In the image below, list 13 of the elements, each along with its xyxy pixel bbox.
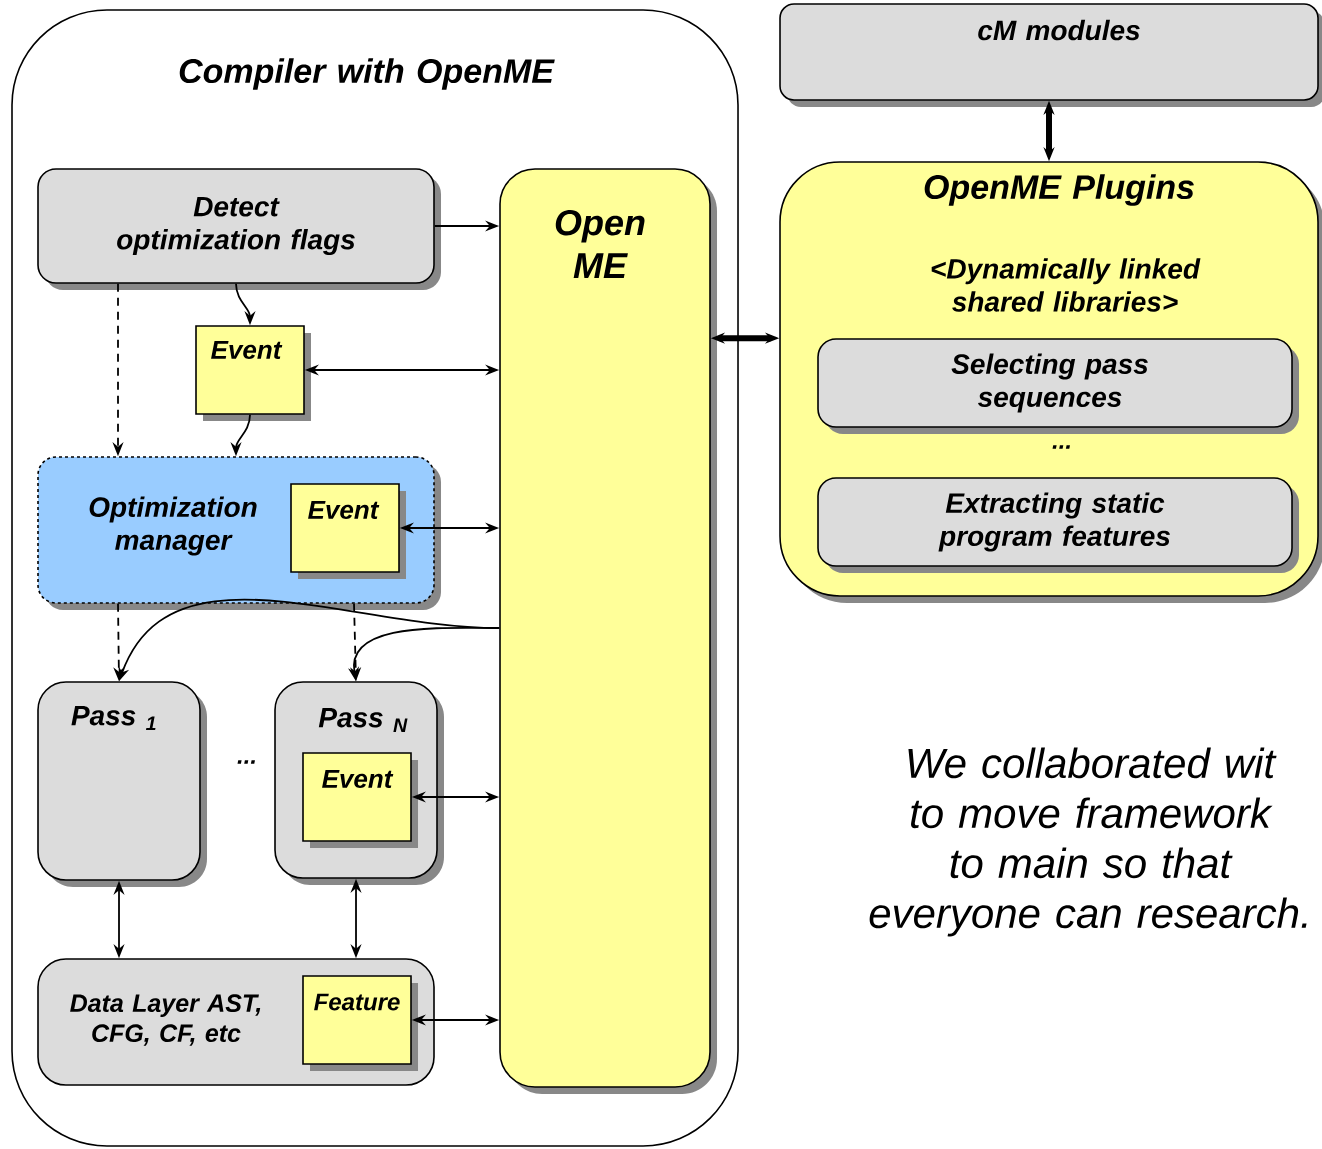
plugin-box: Extracting static program features bbox=[817, 477, 1299, 573]
module-box: cM modules bbox=[779, 3, 1322, 107]
feature-box: Feature bbox=[302, 975, 418, 1071]
ellipsis: ... bbox=[1052, 445, 1070, 449]
interface-column: Open ME bbox=[499, 168, 717, 1094]
event-box: Event bbox=[290, 483, 406, 579]
event-box: Event bbox=[302, 752, 418, 848]
event-box: Event bbox=[195, 325, 311, 421]
plugin-box: Selecting pass sequences bbox=[817, 338, 1299, 434]
ellipsis: ... bbox=[237, 760, 255, 764]
process-box: Detect optimization flags bbox=[37, 168, 441, 290]
body-text: We collaborated wit to move framework to main so that everyone can research. bbox=[869, 747, 1307, 937]
pass-box: Pass $_{1}$ bbox=[37, 681, 207, 887]
